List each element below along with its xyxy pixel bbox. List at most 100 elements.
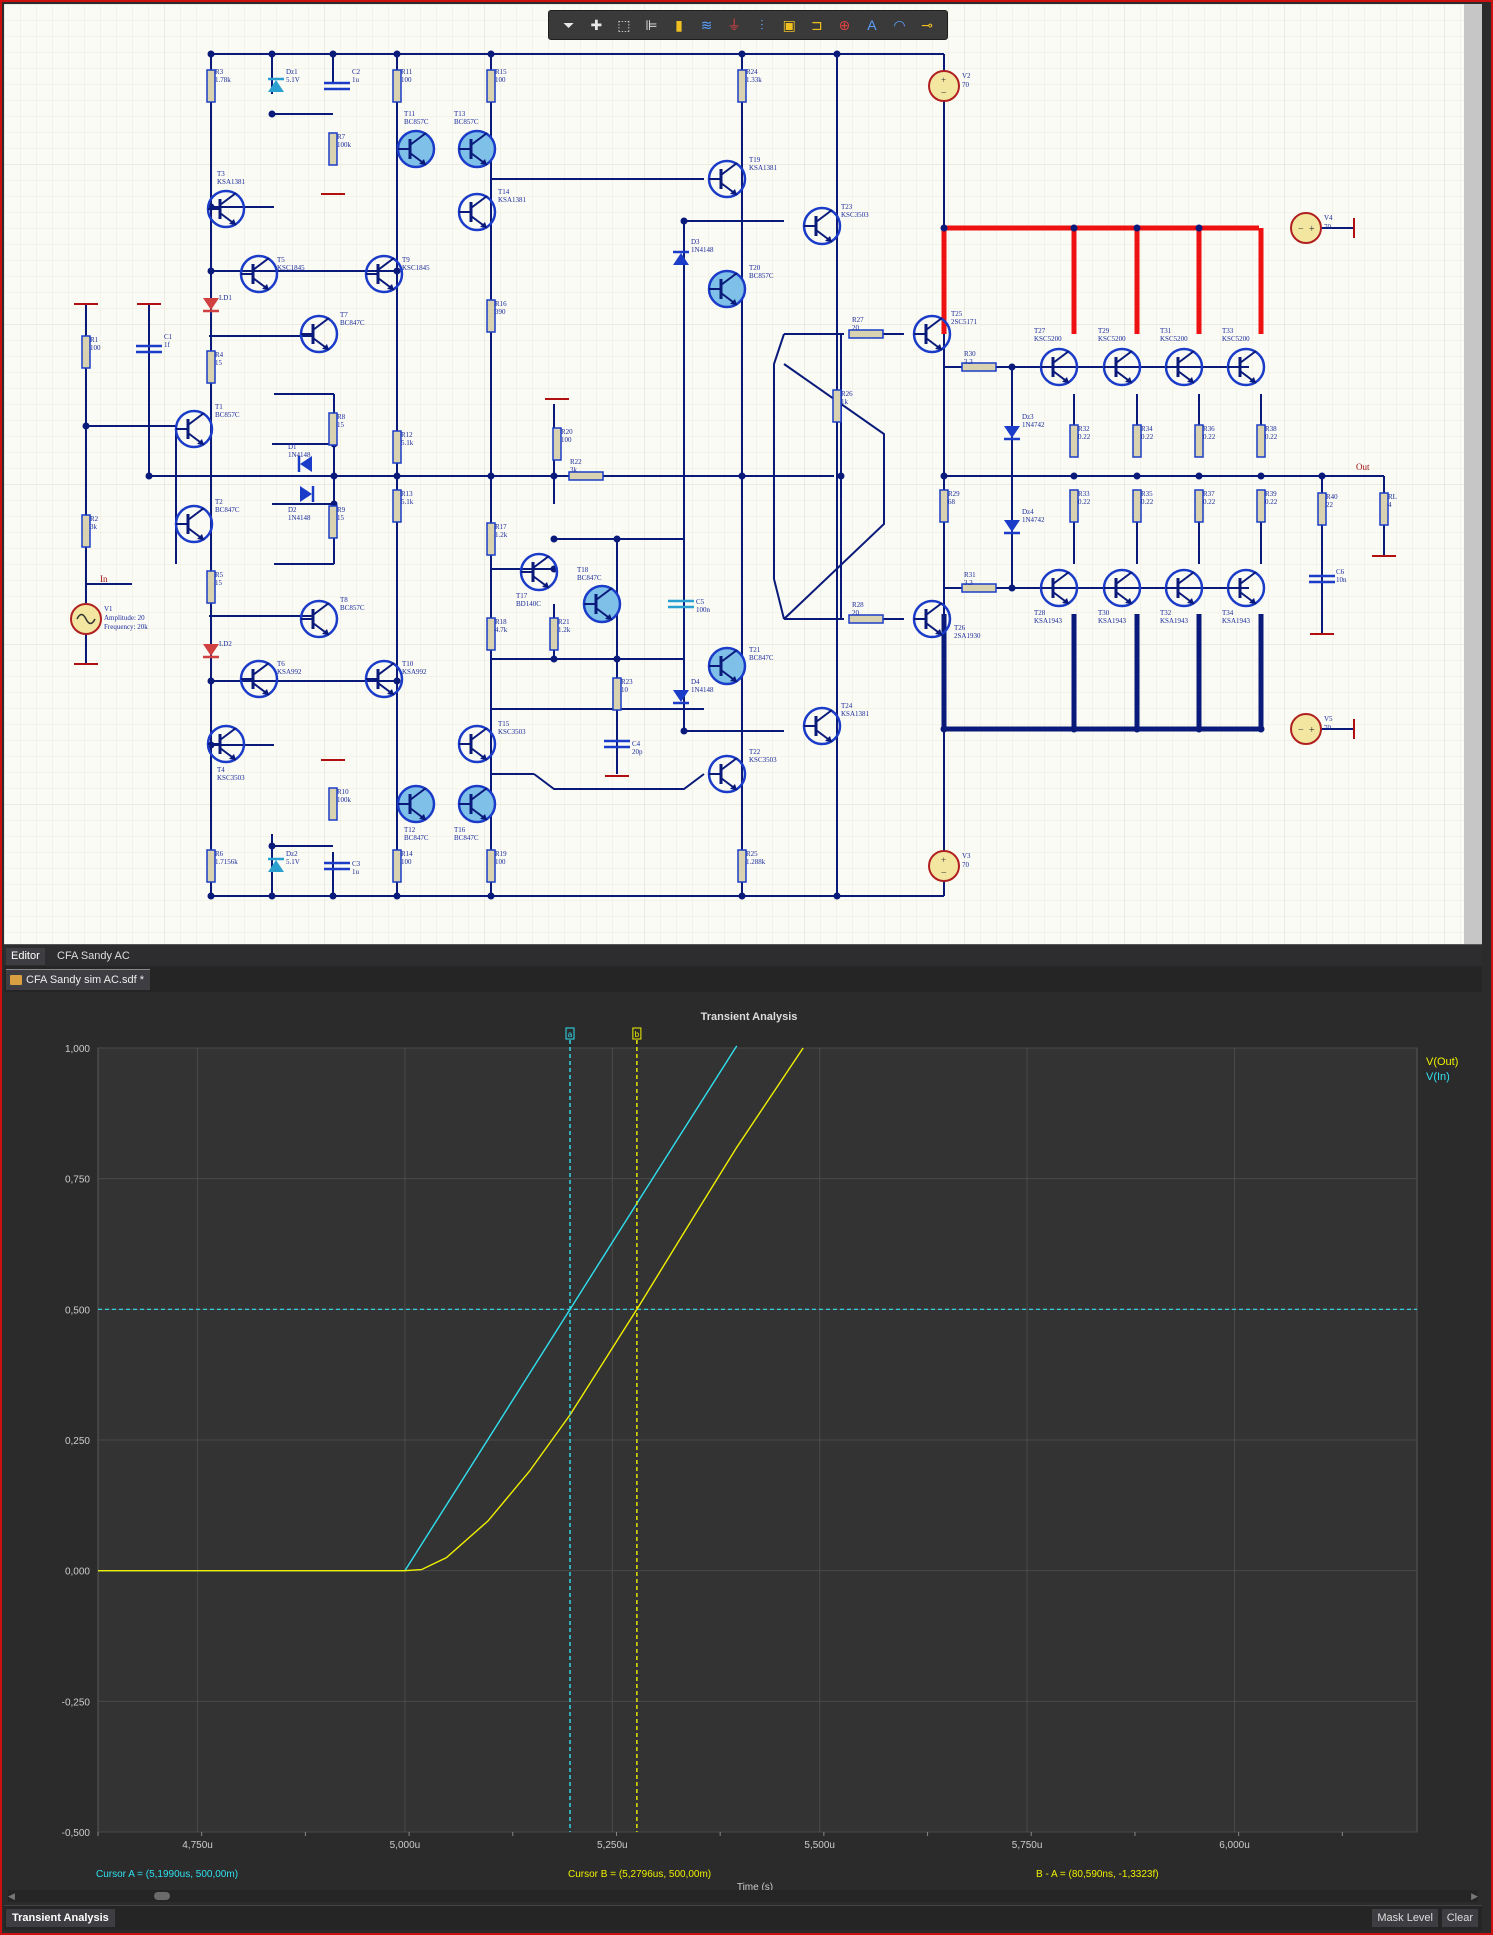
- schematic-drawing[interactable]: T1BC857CT2BC847CT3KSA1381T4KSC3503T5KSC1…: [4, 4, 1482, 944]
- legend-vin[interactable]: V(In): [1426, 1071, 1450, 1083]
- bus-icon[interactable]: ⫶: [759, 17, 764, 33]
- part-icon[interactable]: ▣: [782, 17, 796, 33]
- power-icon[interactable]: ⊸: [921, 17, 933, 33]
- mask-level-button[interactable]: Mask Level: [1372, 1909, 1438, 1927]
- resistor-r3[interactable]: R31.78k: [206, 68, 231, 103]
- diode-ld1[interactable]: LD1: [203, 294, 232, 313]
- tab-transient-analysis[interactable]: Transient Analysis: [6, 1909, 115, 1927]
- clear-button[interactable]: Clear: [1441, 1909, 1478, 1927]
- align-icon[interactable]: ⊫: [645, 17, 658, 33]
- ground-icon[interactable]: ⏚: [727, 17, 742, 33]
- scroll-left-icon[interactable]: ◀: [8, 1891, 15, 1901]
- select-rect-icon[interactable]: ⬚: [617, 17, 631, 33]
- tab-editor[interactable]: Editor: [6, 948, 45, 965]
- arc-icon[interactable]: ◠: [893, 17, 906, 33]
- document-tab[interactable]: CFA Sandy sim AC.sdf *: [6, 969, 150, 990]
- text-icon[interactable]: A: [867, 17, 877, 33]
- probe-icon[interactable]: ⊕: [838, 17, 851, 33]
- schematic-scrollbar[interactable]: [1464, 4, 1482, 944]
- component-icon[interactable]: ▮: [675, 17, 683, 33]
- port-icon[interactable]: ⊐: [810, 17, 823, 33]
- tab-project[interactable]: CFA Sandy AC: [57, 950, 130, 962]
- filter-icon[interactable]: ⏷: [563, 17, 575, 33]
